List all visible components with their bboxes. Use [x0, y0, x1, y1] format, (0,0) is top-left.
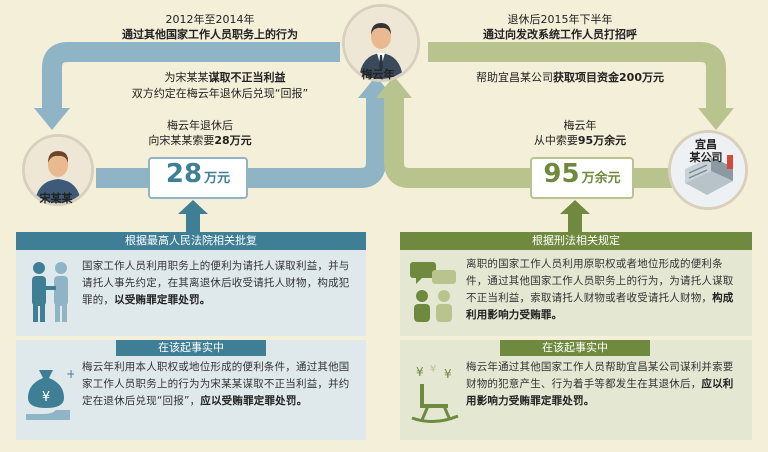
money-bag-hand-icon: ¥ +: [26, 367, 74, 420]
building-icon: [671, 133, 745, 207]
left-agreement-text: 双方约定在梅云年退休后兑现“回报”: [131, 87, 309, 100]
left-person-avatar: [22, 134, 94, 206]
chat-people-icon: [410, 262, 456, 322]
svg-text:¥: ¥: [430, 364, 436, 375]
right-action-text: 通过向发改系统工作人员打招呼: [483, 28, 637, 41]
left-panel-header: 根据最高人民法院相关批复: [16, 232, 366, 250]
svg-text:¥: ¥: [416, 365, 424, 379]
left-amount-unit: 万元: [204, 171, 231, 186]
left-amount-box: 28 万元: [148, 157, 248, 199]
right-sub-panel: [400, 340, 752, 440]
svg-text:+: +: [66, 367, 74, 381]
left-demand-line2: 向宋某某索要28万元: [148, 134, 252, 147]
right-amount-box: 95 万余元: [530, 157, 634, 199]
left-benefit-text: 为宋某某谋取不正当利益: [164, 71, 286, 84]
right-amount-number: 95: [543, 159, 580, 189]
right-sub-header: 在该起事实中: [500, 340, 650, 356]
left-sub-body: 梅云年利用本人职权或地位形成的便利条件，通过其他国家工作人员职务上的行为为宋某某…: [82, 361, 350, 407]
center-person-name: 梅云年: [361, 68, 395, 81]
right-amount-unit: 万余元: [581, 171, 621, 186]
company-name: 宜昌某公司: [689, 138, 723, 164]
right-demand-line2: 从中索要95万余元: [533, 134, 627, 147]
rocking-chair-icon: ¥ ¥ ¥: [411, 364, 459, 423]
left-sub-header: 在该起事实中: [116, 340, 266, 356]
left-demand-line1: 梅云年退休后: [167, 119, 233, 132]
left-amount-number: 28: [165, 159, 203, 189]
center-person-avatar: [342, 4, 420, 82]
businessman-icon: [345, 7, 417, 79]
right-panel-body: 离职的国家工作人员利用原职权或者地位形成的便利条件，通过其他国家工作人员职务上的…: [466, 258, 734, 321]
right-benefit-text: 帮助宜昌某公司获取项目资金200万元: [476, 71, 664, 84]
left-sub-panel: [16, 340, 366, 440]
company-avatar: [668, 130, 748, 210]
handshake-people-icon: [32, 262, 68, 322]
svg-text:¥: ¥: [42, 390, 50, 405]
left-person-name: 宋某某: [39, 192, 73, 205]
right-demand-line1: 梅云年: [563, 119, 597, 132]
right-period-text: 退休后2015年下半年: [507, 13, 613, 26]
svg-text:¥: ¥: [444, 367, 452, 381]
left-panel-body: 国家工作人员利用职务上的便利为请托人谋取利益，并与请托人事先约定，在其离退休后收…: [82, 260, 350, 306]
left-action-text: 通过其他国家工作人员职务上的行为: [122, 28, 298, 41]
left-period-text: 2012年至2014年: [165, 13, 255, 26]
person-icon: [25, 137, 91, 203]
right-sub-body: 梅云年通过其他国家工作人员帮助宜昌某公司谋利并索要财物的犯意产生、行为着手等都发…: [466, 361, 734, 407]
right-panel-header: 根据刑法相关规定: [400, 232, 752, 250]
